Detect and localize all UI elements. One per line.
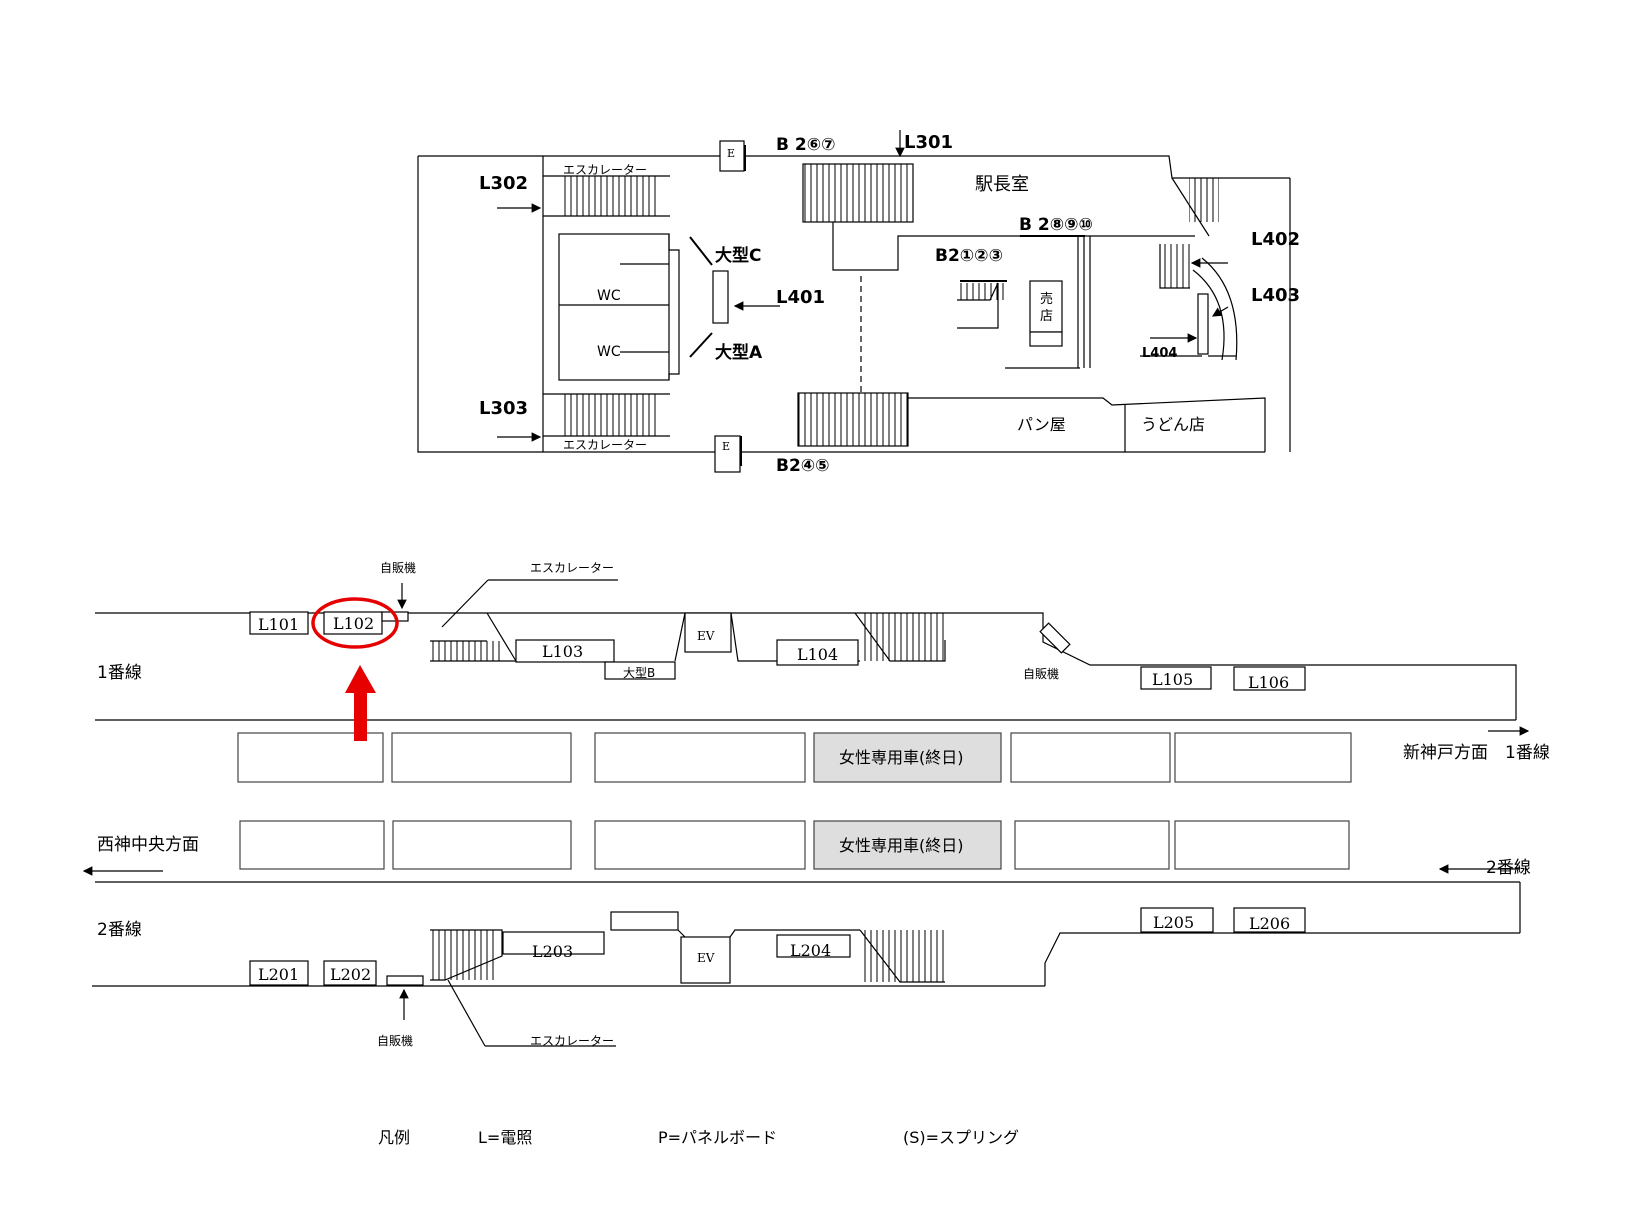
- vending-top-label: 自販機: [380, 560, 416, 575]
- light-l105: L105: [1152, 670, 1193, 689]
- highlight-arrow-head: [345, 665, 376, 693]
- b2-123-label: B2①②③: [935, 246, 1003, 266]
- l301-label: L301: [904, 132, 953, 153]
- wc2-label: WC: [597, 344, 621, 360]
- highlight-arrow-shaft: [354, 691, 367, 741]
- l303-label: L303: [479, 398, 528, 419]
- escalator-top-label: エスカレーター: [563, 163, 647, 177]
- large-c-label: 大型C: [715, 245, 761, 266]
- kiosk-label: 売: [1040, 291, 1053, 307]
- light-l201: L201: [258, 965, 299, 984]
- legend-title: 凡例: [378, 1128, 410, 1147]
- light-l102: L102: [333, 614, 374, 633]
- kiosk-label-2: 店: [1040, 309, 1053, 324]
- l402-label: L402: [1251, 229, 1300, 250]
- track2-label: 2番線: [1486, 858, 1531, 878]
- light-l106: L106: [1248, 673, 1289, 692]
- l401-label: L401: [776, 287, 825, 308]
- vending-bottom-label: 自販機: [377, 1033, 413, 1048]
- legend-spring: (S)=スプリング: [903, 1128, 1019, 1147]
- concourse-plan: B 2⑥⑦ L301 駅長室 エスカレーター エスカレーター L302 L303…: [417, 130, 1300, 476]
- line2-label: 2番線: [97, 920, 142, 940]
- platform-plan: 1番線 2番線 新神戸方面 1番線 西神中央方面 2番線 自販機 自販機 自販機…: [82, 560, 1550, 1048]
- line1-label: 1番線: [97, 663, 142, 683]
- light-l101: L101: [258, 615, 299, 634]
- b2-67-label: B 2⑥⑦: [776, 135, 836, 155]
- to-nishishin-label: 西神中央方面: [97, 835, 199, 855]
- legend-panel: P=パネルボード: [658, 1128, 777, 1147]
- escalator-bottom-label: エスカレーター: [563, 438, 647, 452]
- legend-light: L=電照: [478, 1128, 532, 1147]
- to-shinkobe-label: 新神戸方面 1番線: [1403, 743, 1550, 763]
- highlight-circle: [311, 597, 399, 649]
- large-a-label: 大型A: [715, 342, 763, 363]
- station-master-label: 駅長室: [975, 174, 1029, 195]
- light-l103: L103: [542, 642, 583, 661]
- light-l203: L203: [532, 942, 573, 961]
- udon-label: うどん店: [1141, 415, 1205, 434]
- l404-label: L404: [1142, 346, 1177, 361]
- wc1-label: WC: [597, 288, 621, 304]
- large-b-label: 大型B: [623, 666, 655, 680]
- light-l205: L205: [1153, 913, 1194, 932]
- light-l204: L204: [790, 941, 831, 960]
- legend: 凡例 L=電照 P=パネルボード (S)=スプリング: [378, 1128, 1019, 1147]
- light-l206: L206: [1249, 914, 1290, 933]
- escalator-top-platform-label: エスカレーター: [530, 561, 614, 575]
- escalator-bottom-platform-label: エスカレーター: [530, 1034, 614, 1048]
- light-l202: L202: [330, 965, 371, 984]
- women-only-car-2: 女性専用車(終日): [839, 836, 964, 855]
- e-bottom-label: E: [722, 440, 730, 453]
- bakery-label: パン屋: [1017, 415, 1066, 434]
- b2-45-label: B2④⑤: [776, 456, 830, 476]
- b2-8910-label: B 2⑧⑨⑩: [1019, 215, 1093, 235]
- e-top-label: E: [727, 147, 735, 160]
- ev-bottom-label: EV: [697, 951, 715, 965]
- light-l104: L104: [797, 645, 838, 664]
- women-only-car-1: 女性専用車(終日): [839, 748, 964, 767]
- l302-label: L302: [479, 173, 528, 194]
- l403-label: L403: [1251, 285, 1300, 306]
- ev-top-label: EV: [697, 629, 715, 643]
- vending-mid-label: 自販機: [1023, 666, 1059, 681]
